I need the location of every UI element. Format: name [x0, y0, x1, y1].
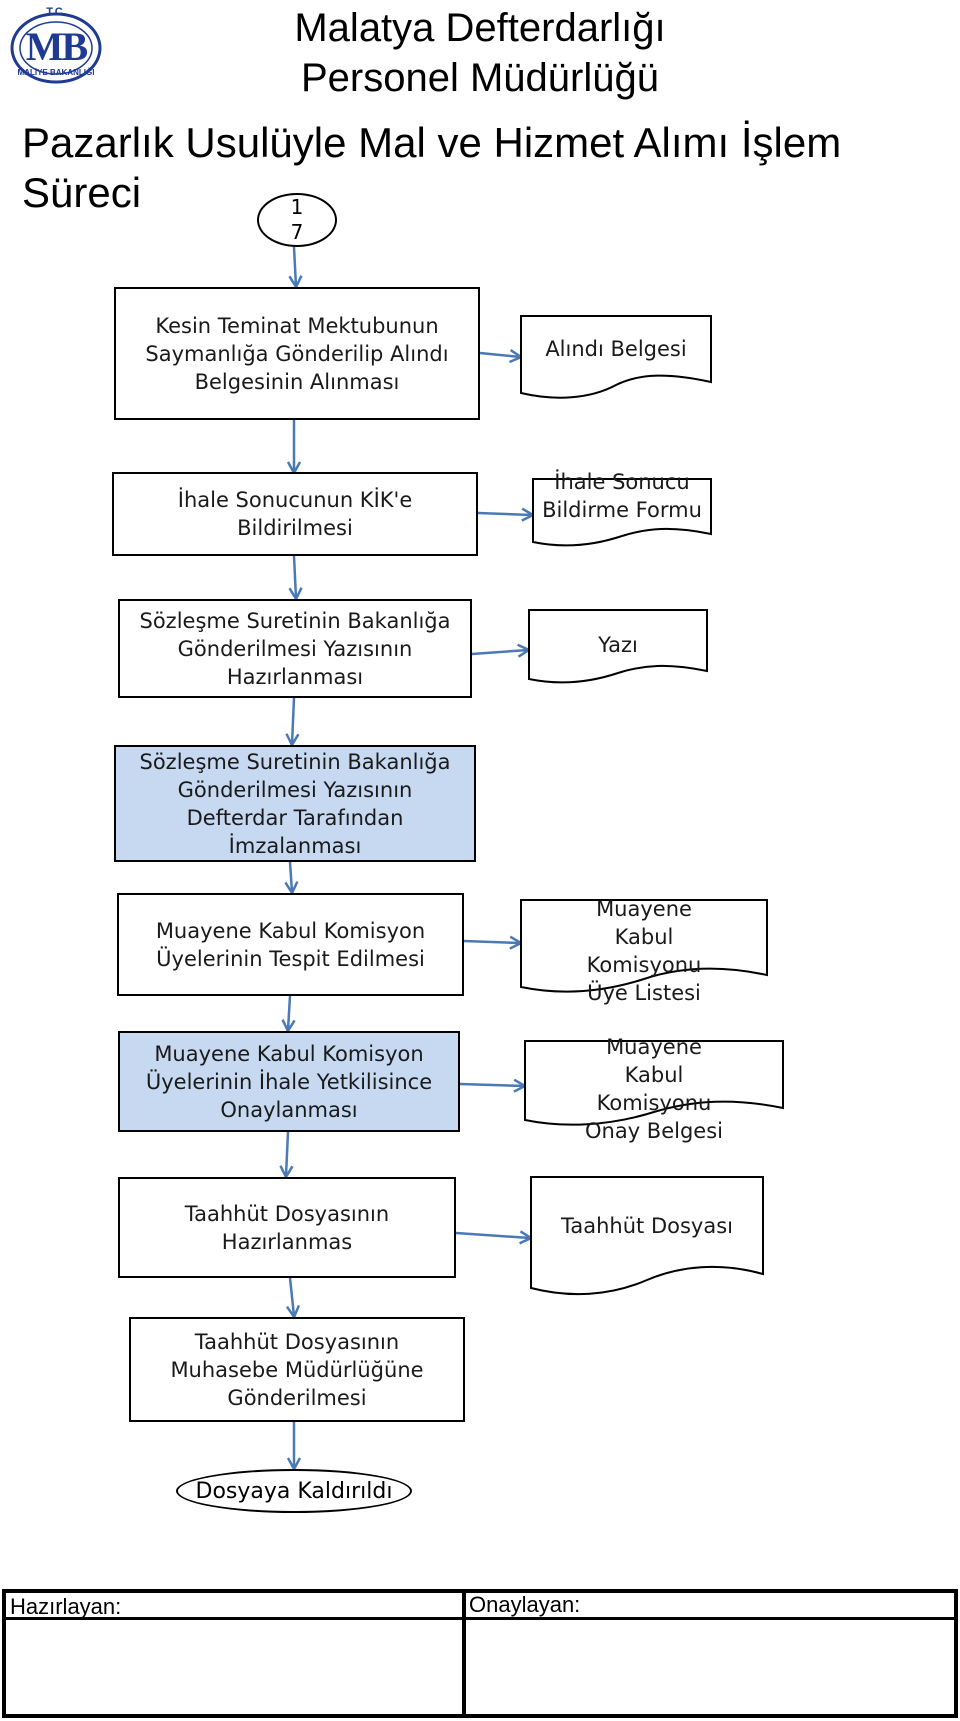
connector-line1: 1 [290, 195, 304, 219]
doc-yazi: Yazı [528, 609, 708, 689]
header-department: Personel Müdürlüğü [301, 56, 659, 100]
arrow-step6-to-step7 [286, 1131, 288, 1176]
logo-top-text: T.C. [46, 6, 66, 18]
document-shape-icon [530, 1176, 764, 1296]
arrow-step3-to-step4 [292, 697, 294, 744]
doc-taahhut-dosyasi: Taahhüt Dosyası [530, 1176, 764, 1298]
connector-line2: 7 [290, 220, 304, 244]
signature-header-divider [6, 1617, 954, 1620]
arrow-step2-to-doc2 [477, 513, 532, 515]
logo-emblem-icon [10, 12, 102, 84]
logo-bottom-text: MALİYE BAKANLIĞI [17, 68, 95, 77]
signature-table: Hazırlayan: Onaylayan: [2, 1589, 958, 1718]
doc-label: Alındı Belgesi [545, 337, 687, 361]
step-teminat-alindi: Kesin Teminat Mektubunun Saymanlığa Gönd… [114, 287, 480, 420]
doc-label: İhale Sonucu Bildirme Formu [542, 470, 702, 522]
doc-label: Muayene Kabul Komisyonu Üye Listesi [586, 897, 702, 1005]
document-shape-icon [520, 899, 768, 993]
arrow-step7-to-doc6 [455, 1233, 530, 1238]
approved-by-label: Onaylayan: [469, 1592, 581, 1617]
document-shape-icon [532, 478, 712, 547]
arrow-step5-to-doc4 [463, 941, 520, 943]
offpage-connector: 1 7 [257, 193, 337, 247]
step-komisyon-tespit: Muayene Kabul Komisyon Üyelerinin Tespit… [117, 893, 464, 996]
doc-label: Muayene Kabul Komisyonu Onay Belgesi [585, 1035, 723, 1143]
doc-label: Yazı [598, 633, 638, 657]
document-shape-icon [524, 1040, 784, 1126]
logo-initials: MB [25, 24, 88, 69]
arrow-step6-to-doc5 [459, 1084, 524, 1086]
doc-ihale-sonucu-formu: İhale Sonucu Bildirme Formu [532, 470, 712, 550]
step-defterdar-imza: Sözleşme Suretinin Bakanlığa Gönderilmes… [114, 745, 476, 862]
step-taahhut-hazirlama: Taahhüt Dosyasının Hazırlanmas [118, 1177, 456, 1278]
arrow-connector-to-step1 [294, 246, 296, 286]
doc-label: Taahhüt Dosyası [561, 1214, 733, 1238]
arrow-step7-to-step8 [290, 1277, 294, 1316]
prepared-by-label: Hazırlayan: [10, 1594, 122, 1619]
arrow-step5-to-step6 [288, 995, 290, 1030]
step-komisyon-onay: Muayene Kabul Komisyon Üyelerinin İhale … [118, 1031, 460, 1132]
document-shape-icon [520, 315, 712, 399]
step-muhasebe-gonderim: Taahhüt Dosyasının Muhasebe Müdürlüğüne … [129, 1317, 465, 1422]
doc-komisyon-uye-listesi: Muayene Kabul Komisyonu Üye Listesi [520, 897, 768, 1005]
step-kik-bildirim: İhale Sonucunun KİK'e Bildirilmesi [112, 472, 478, 556]
doc-komisyon-onay-belgesi: Muayene Kabul Komisyonu Onay Belgesi [524, 1035, 784, 1143]
arrow-step2-to-step3 [294, 555, 296, 598]
doc-alindi-belgesi: Alındı Belgesi [520, 315, 712, 401]
end-terminal: Dosyaya Kaldırıldı [176, 1469, 412, 1513]
header-institution: Malatya Defterdarlığı [294, 6, 666, 50]
document-shape-icon [528, 609, 708, 684]
page-title: Pazarlık Usulüyle Mal ve Hizmet Alımı İş… [22, 119, 842, 216]
ministry-logo: T.C. MB MALİYE BAKANLIĞI [8, 6, 104, 86]
arrow-step1-to-doc1 [479, 353, 520, 357]
step-sozlesme-yazi-hazirlama: Sözleşme Suretinin Bakanlığa Gönderilmes… [118, 599, 472, 698]
arrow-step4-to-step5 [290, 861, 292, 892]
signature-column-divider [462, 1593, 466, 1714]
arrow-step3-to-doc3 [471, 650, 528, 654]
